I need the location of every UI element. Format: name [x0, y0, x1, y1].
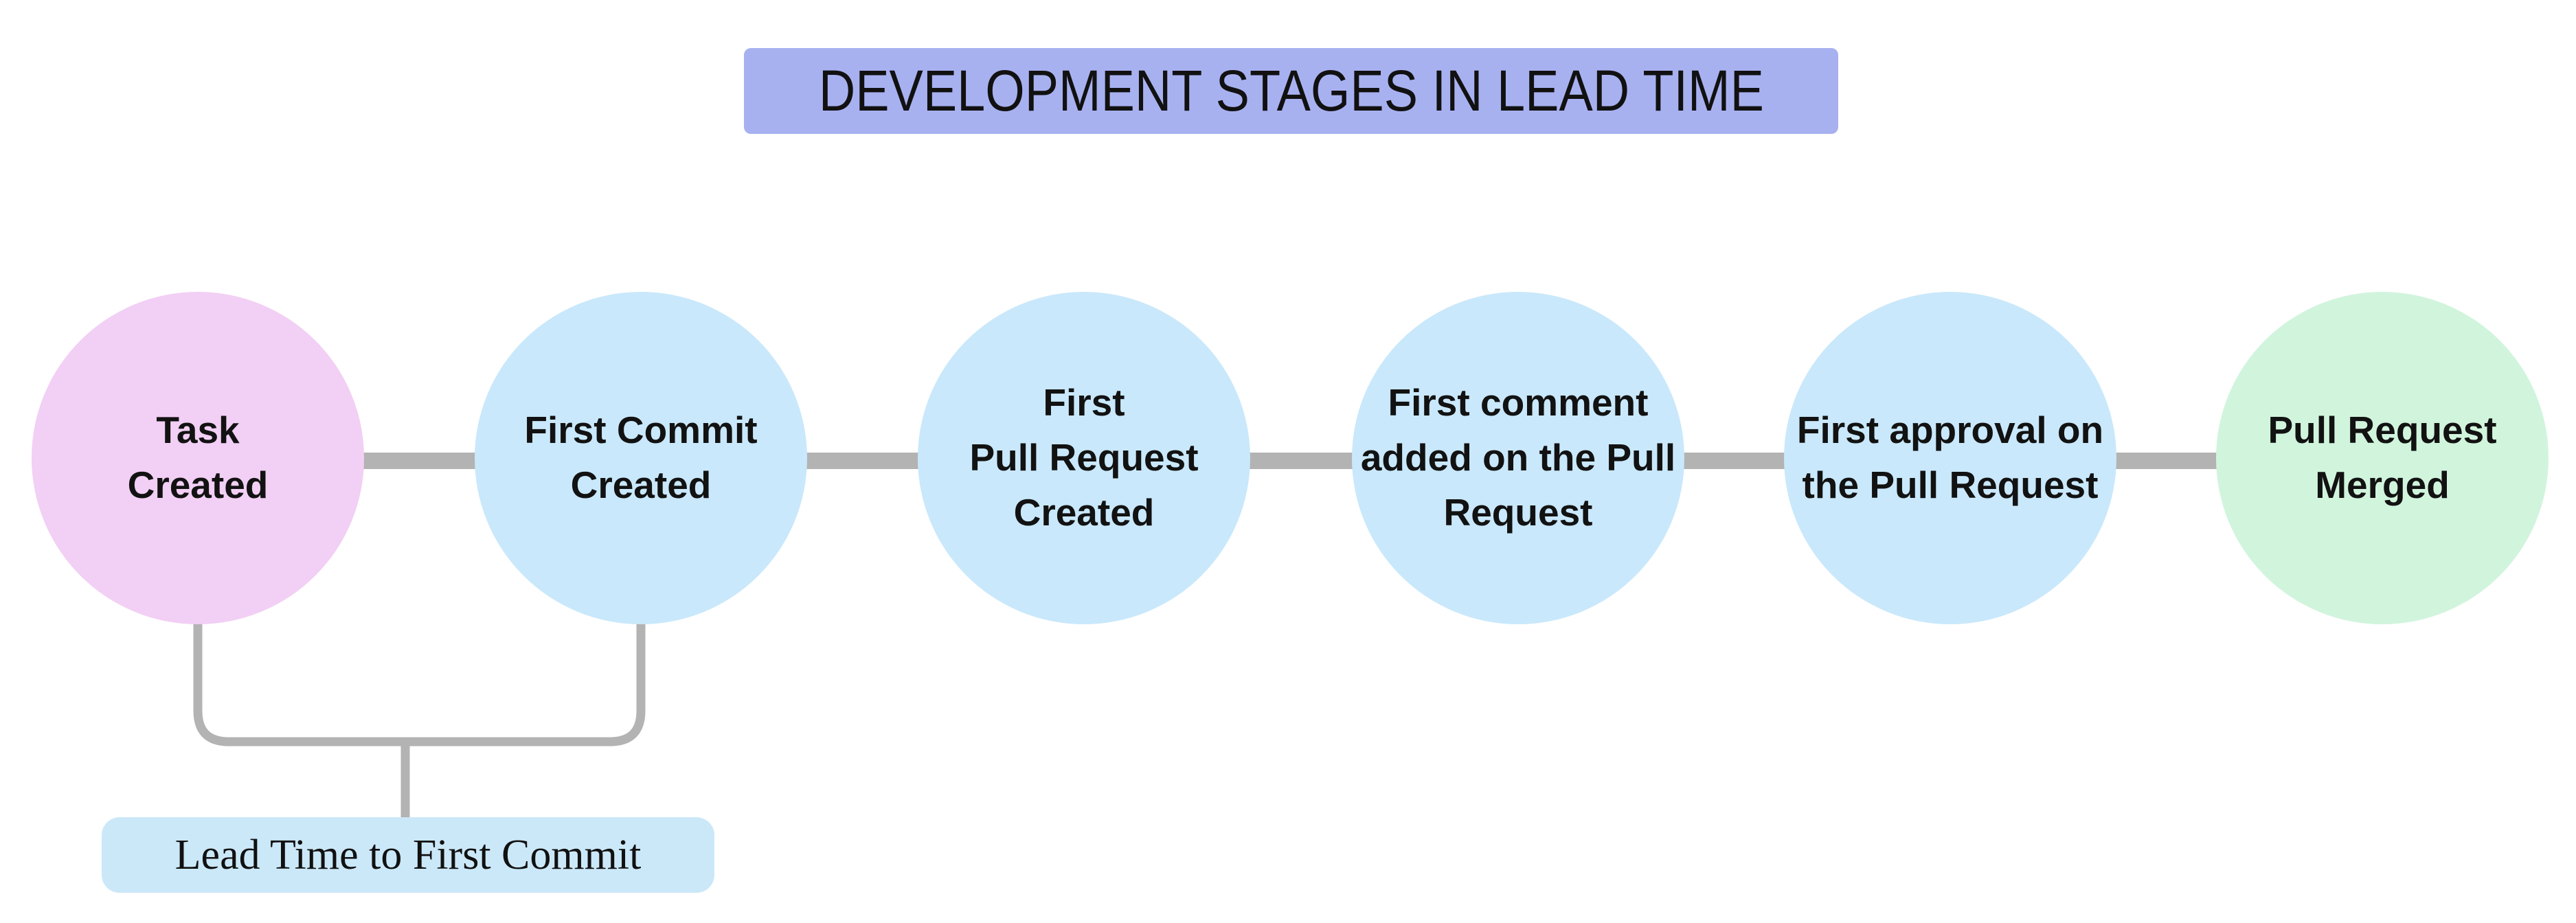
lead-time-annotation-label: Lead Time to First Commit — [174, 831, 642, 878]
stage-label: First Commit Created — [524, 409, 758, 506]
stage-node-first-comment-added: First comment added on the Pull Request — [1352, 292, 1684, 624]
lead-time-annotation: Lead Time to First Commit — [102, 817, 714, 893]
stage-label: First approval on the Pull Request — [1796, 409, 2104, 506]
lead-time-bracket — [193, 613, 646, 747]
stage-label: Pull Request Merged — [2268, 409, 2497, 506]
stage-node-task-created: Task Created — [32, 292, 364, 624]
diagram-title: DEVELOPMENT STAGES IN LEAD TIME — [744, 48, 1838, 134]
stage-label: First comment added on the Pull Request — [1360, 381, 1676, 534]
stage-node-first-commit-created: First Commit Created — [475, 292, 807, 624]
stage-node-first-approval: First approval on the Pull Request — [1784, 292, 2116, 624]
stage-node-first-pull-request-created: First Pull Request Created — [918, 292, 1250, 624]
diagram-title-text: DEVELOPMENT STAGES IN LEAD TIME — [818, 58, 1764, 123]
stage-label: First Pull Request Created — [969, 381, 1199, 534]
stage-label: Task Created — [127, 409, 269, 506]
stage-node-pull-request-merged: Pull Request Merged — [2216, 292, 2549, 624]
